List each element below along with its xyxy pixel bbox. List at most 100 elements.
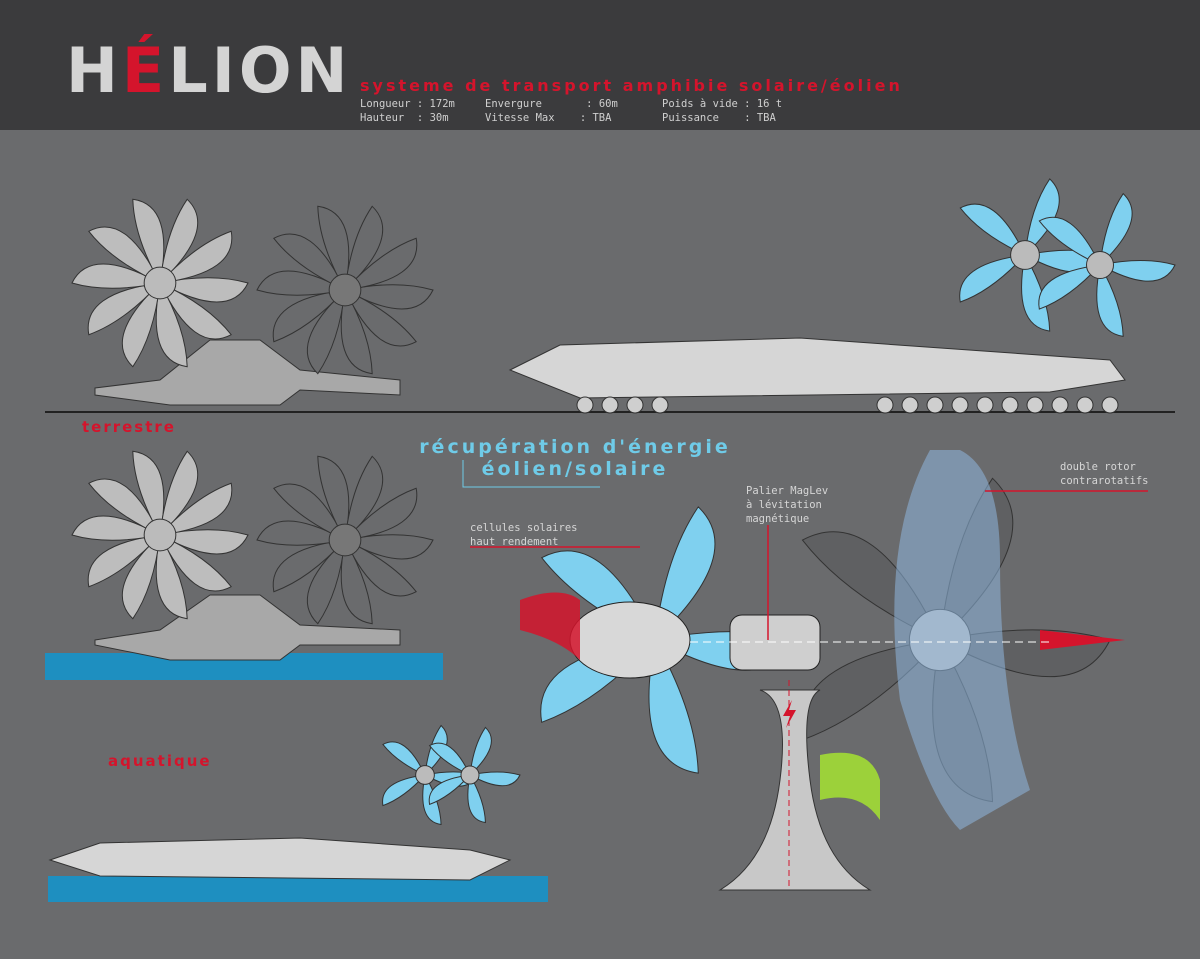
front-view-land (94, 339, 401, 406)
wheel (1051, 396, 1069, 414)
rotor-blade (428, 742, 472, 777)
wheel (926, 396, 944, 414)
wheel (951, 396, 969, 414)
rotor-blade (1096, 263, 1124, 337)
spec-envergure: Envergure : 60m (485, 98, 618, 110)
exhaust-cone (1040, 630, 1125, 650)
rotor-blade (343, 288, 417, 347)
rotor-blade (467, 773, 486, 824)
rotor-blade (344, 455, 384, 542)
rotor-blade (159, 450, 199, 537)
rotor-light-land (71, 198, 249, 368)
rotor-blade (132, 450, 165, 537)
rotor-blade (88, 226, 162, 285)
rotor-blade (648, 638, 699, 774)
rotor-blade (256, 270, 347, 296)
header-band: HÉLION systeme de transport amphibie sol… (0, 0, 1200, 130)
rotor-blade (71, 263, 162, 289)
rotor-blade (273, 483, 347, 542)
illustration (45, 178, 1176, 902)
rotor-blade (159, 198, 199, 285)
rotor-blade (340, 288, 373, 375)
spec-hauteur: Hauteur : 30m (360, 112, 449, 124)
rotation-arrow-green (820, 752, 880, 820)
rotor-blade (1021, 253, 1051, 332)
wheel (876, 396, 894, 414)
rotor-blade (382, 741, 427, 777)
rotor-blade (317, 205, 350, 292)
rotor-hub (143, 266, 177, 300)
wheel (576, 396, 594, 414)
rotor-blade (88, 478, 162, 537)
rotor-hub (460, 765, 480, 785)
spec-vitesse: Vitesse Max : TBA (485, 112, 612, 124)
rotor-hub (1010, 240, 1040, 270)
rotor-blade (158, 281, 232, 340)
front-view-water (94, 594, 401, 661)
pylon (718, 689, 872, 891)
rotor-blade (654, 506, 716, 642)
rotor-blue-side-1 (959, 178, 1106, 332)
rotor-blade (306, 538, 346, 625)
rotor-hub (1086, 251, 1114, 279)
rotor-hub (143, 518, 177, 552)
wheel (976, 396, 994, 414)
rotor-blade (469, 726, 492, 777)
wheel (1101, 396, 1119, 414)
wheel (1026, 396, 1044, 414)
rotor-blade (87, 534, 162, 588)
rotor-blade (306, 288, 346, 375)
water-surface-bottom (48, 876, 548, 902)
subtitle: systeme de transport amphibie solaire/éo… (360, 76, 903, 95)
lightning-icon (783, 700, 796, 728)
rotor-blade (343, 237, 418, 291)
side-view-water-vehicle (48, 837, 512, 881)
rotor-blade (340, 538, 373, 625)
rotor-blade (155, 533, 188, 620)
rotor-blade (71, 515, 162, 541)
rotor-blade (256, 520, 347, 546)
rotor-blade (132, 198, 165, 285)
rotation-arrow-red (520, 592, 580, 660)
mode-label-water: aquatique (108, 752, 212, 770)
wheel (601, 396, 619, 414)
rotor-blade (382, 774, 427, 807)
rotor-blade (158, 230, 233, 284)
rotor-blue-water-2 (428, 726, 521, 824)
rotation-arrow-blue (894, 450, 1030, 830)
spec-longueur: Longueur : 172m (360, 98, 455, 110)
rotor-blade (1038, 264, 1102, 310)
rotor-hub (328, 273, 362, 307)
rotor-blade (158, 529, 249, 555)
rotor-blade (87, 282, 162, 336)
wheel (626, 396, 644, 414)
rotor-blade (468, 771, 521, 787)
nacelle (569, 601, 691, 679)
note-solar-cells: cellules solaires haut rendement (470, 522, 578, 548)
wheel (901, 396, 919, 414)
rotor-blade (1038, 216, 1102, 267)
note-maglev: Palier MagLev à lévitation magnétique (746, 485, 829, 525)
rotor-dark-water (256, 455, 434, 625)
rotor-blade (343, 284, 434, 310)
wheel (651, 396, 669, 414)
exploded-rotor-view (520, 450, 1125, 891)
rotor-blade (158, 533, 232, 592)
energy-leader-line (462, 460, 600, 488)
wheel (1076, 396, 1094, 414)
rotor-blade (428, 774, 472, 806)
rotor-blade (1099, 192, 1133, 267)
rotor-light-water (71, 450, 249, 620)
rotor-blade (155, 281, 188, 368)
rotor-blade (343, 538, 417, 597)
spec-poids: Poids à vide : 16 t (662, 98, 783, 110)
rotor-blade (343, 534, 434, 560)
rotor-hub (328, 523, 362, 557)
rotor-hub (415, 765, 435, 785)
rotor-blade (158, 277, 249, 303)
rotor-blade (272, 289, 347, 343)
rotor-blue-side-2 (1038, 192, 1176, 337)
rotor-blade (272, 539, 347, 593)
spec-puissance: Puissance : TBA (662, 112, 776, 124)
